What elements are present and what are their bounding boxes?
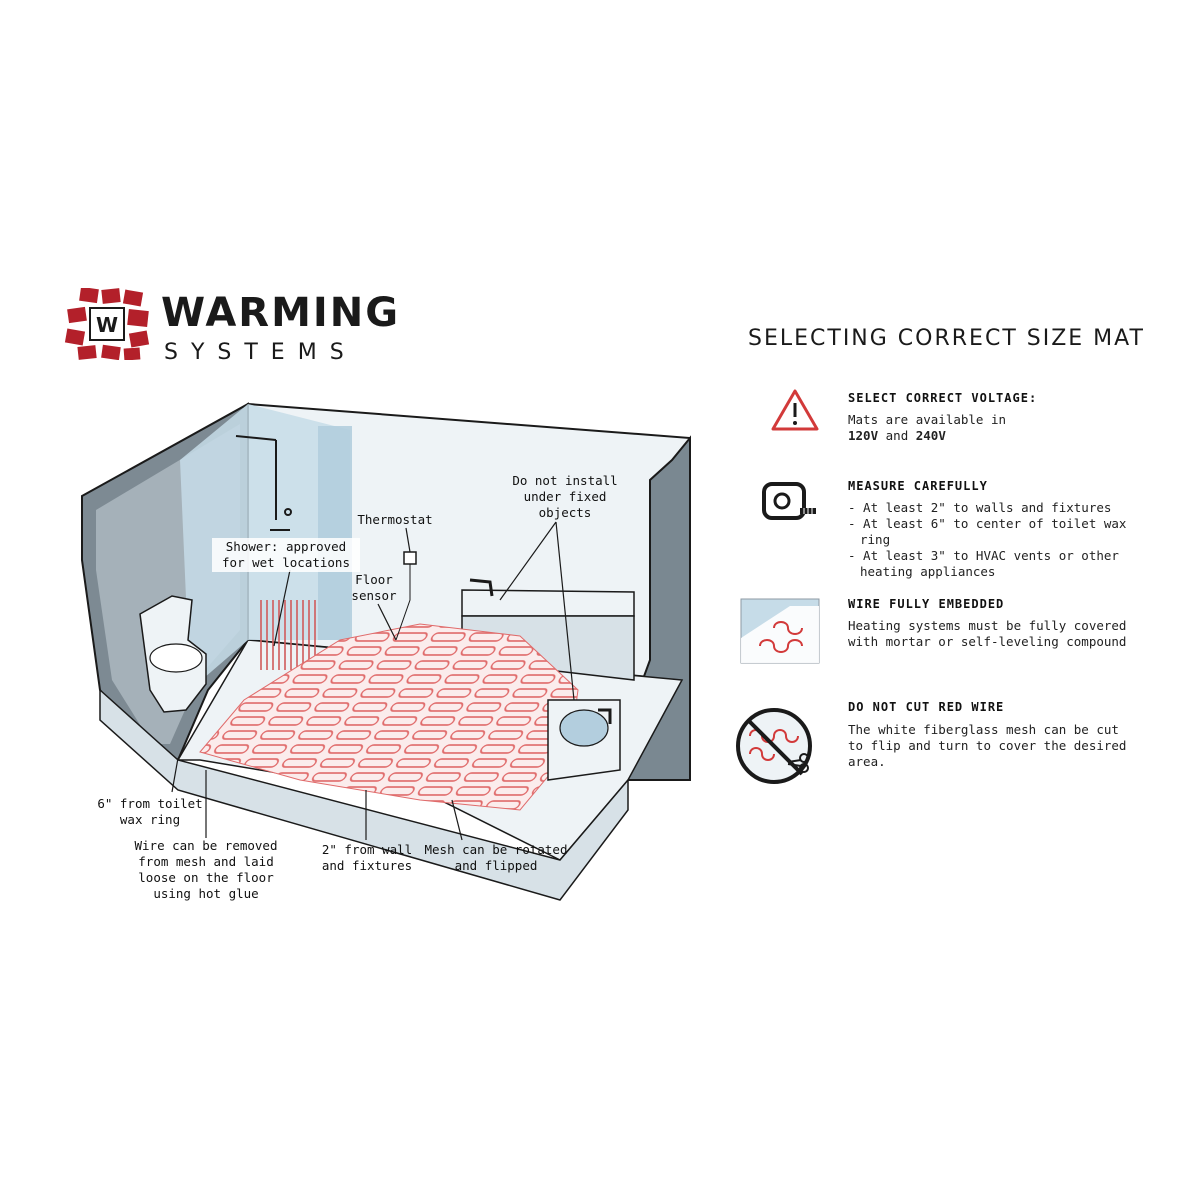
measure-bullet: - At least 2" to walls and fixtures <box>848 500 1112 515</box>
tape-measure-icon <box>762 482 816 520</box>
shower-floor-heating <box>258 600 320 670</box>
voltage-120: 120V <box>848 428 879 443</box>
warning-triangle-icon <box>771 389 819 431</box>
label-floor-sensor: Floor sensor <box>351 572 397 603</box>
shower-head-icon <box>235 435 292 531</box>
callout-lines <box>171 521 575 841</box>
measure-bullet: - At least 6" to center of toilet wax ri… <box>848 516 1127 547</box>
no-cut-wire-icon <box>736 708 812 784</box>
section-nocut-text: The white fiberglass mesh can be cut to … <box>848 722 1127 769</box>
logo-letter: W <box>96 313 118 337</box>
section-embedded-heading: WIRE FULLY EMBEDDED <box>848 597 1005 611</box>
label-shower: Shower: approved for wet locations <box>212 538 360 572</box>
brand-logo: W WARMING SYSTEMS <box>64 288 404 378</box>
logo-tiles-icon: W <box>64 288 150 360</box>
measure-bullet: - At least 3" to HVAC vents or other hea… <box>848 548 1119 579</box>
sink-vanity-icon <box>547 699 621 781</box>
label-thermostat: Thermostat <box>357 512 433 527</box>
section-measure-list: - At least 2" to walls and fixtures - At… <box>848 500 1138 580</box>
toilet-icon <box>139 595 207 713</box>
voltage-text-lead: Mats are available in <box>848 412 1007 427</box>
label-toilet: 6" from toilet wax ring <box>97 796 203 827</box>
section-voltage-text: Mats are available in 120V and 240V <box>848 412 1148 444</box>
label-wall-gap: 2" from wall and fixtures <box>321 842 413 873</box>
embedded-wire-icon <box>740 598 820 664</box>
panel-title: SELECTING CORRECT SIZE MAT <box>748 326 1145 351</box>
brand-name-line1: WARMING <box>161 290 401 336</box>
label-fixed-objects: Do not install under fixed objects <box>512 473 618 520</box>
section-embedded-text: Heating systems must be fully covered wi… <box>848 618 1127 649</box>
label-mesh-rotated: Mesh can be rotated and flipped <box>424 842 568 873</box>
voltage-240: 240V <box>915 428 946 443</box>
section-voltage-heading: SELECT CORRECT VOLTAGE: <box>848 391 1038 405</box>
thermostat-icon <box>403 551 417 565</box>
label-wire-removed: Wire can be removed from mesh and laid l… <box>134 838 278 901</box>
voltage-joiner: and <box>885 428 909 443</box>
section-nocut-heading: DO NOT CUT RED WIRE <box>848 700 1005 714</box>
brand-name-line2: SYSTEMS <box>164 340 357 365</box>
section-measure-heading: MEASURE CAREFULLY <box>848 479 988 493</box>
